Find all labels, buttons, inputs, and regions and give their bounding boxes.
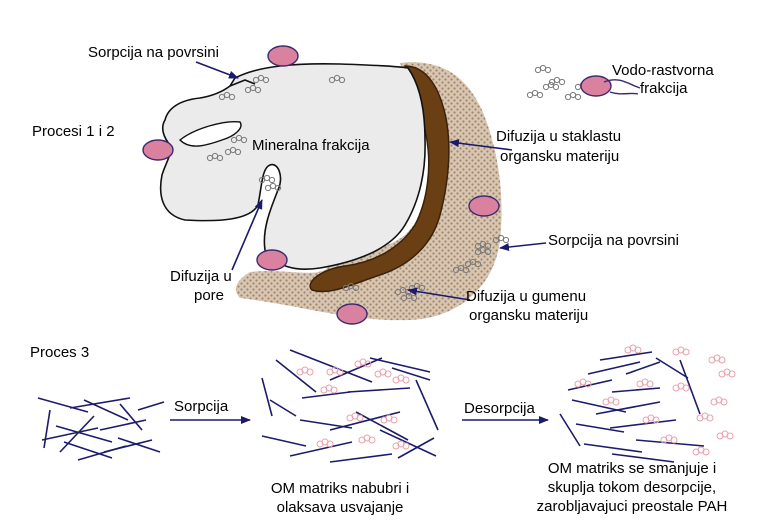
pah-molecule-ellipse <box>268 46 298 66</box>
om-fiber <box>416 380 438 430</box>
pah-ring <box>391 417 397 423</box>
label-pore-diffusion-line1: Difuzija u <box>170 268 232 285</box>
pah-ring <box>540 65 545 70</box>
pah-ring <box>331 387 337 393</box>
pah-ring <box>565 94 570 99</box>
label-rubbery-diffusion-line1: Difuzija u gumenu <box>466 288 586 305</box>
om-fiber <box>576 424 624 432</box>
pah-ring <box>307 369 313 375</box>
pah-ring <box>553 84 558 89</box>
pah-ring <box>703 449 709 455</box>
caption-swelling-line2: olaksava usvajanje <box>250 499 430 516</box>
caption-shrinking-line3: zarobljavajuci preostale PAH <box>522 498 742 515</box>
om-fiber <box>100 420 146 430</box>
label-water-soluble-line2: frakcija <box>640 80 688 97</box>
om-fiber <box>44 410 50 448</box>
pah-ring <box>264 175 269 180</box>
pah-ring <box>503 237 508 242</box>
pah-ring <box>721 399 727 405</box>
om-fiber <box>64 442 112 458</box>
pah-ring <box>613 399 619 405</box>
pah-ring <box>269 177 274 182</box>
pah-ring <box>265 185 270 190</box>
om-fiber <box>330 454 392 462</box>
water-soluble-tail <box>610 92 638 94</box>
om-fiber <box>270 400 296 416</box>
om-fiber <box>612 388 660 392</box>
pah-ring <box>549 79 554 84</box>
pah-molecule-ellipse <box>143 140 173 160</box>
om-fiber <box>84 400 128 420</box>
caption-shrinking-line2: skuplja tokom desorpcije, <box>522 479 742 496</box>
pah-ring <box>270 183 275 188</box>
pah-molecule-ellipse <box>581 76 611 96</box>
om-fiber <box>118 438 160 452</box>
pah-ring <box>683 349 689 355</box>
label-surface-sorption-right: Sorpcija na povrsini <box>548 232 679 249</box>
pah-ring <box>527 92 532 97</box>
pah-ring <box>403 443 409 449</box>
pah-ring <box>671 437 677 443</box>
pah-ring <box>575 94 580 99</box>
om-matrix-fibers <box>38 350 704 462</box>
om-fiber <box>276 360 316 392</box>
pah-molecule-ellipse <box>257 250 287 270</box>
label-glassy-diffusion-line2: organsku materiju <box>500 148 619 165</box>
label-pore-diffusion-line2: pore <box>194 287 224 304</box>
pah-ring <box>647 381 653 387</box>
caption-swelling-line1: OM matriks nabubri i <box>250 480 430 497</box>
om-fiber <box>262 378 272 416</box>
pah-ring <box>543 84 548 89</box>
label-rubbery-diffusion-line2: organsku materiju <box>469 307 588 324</box>
label-water-soluble-line1: Vodo-rastvorna <box>612 62 714 79</box>
pah-ring <box>575 84 580 89</box>
om-fiber <box>138 402 164 410</box>
pah-ring <box>327 441 333 447</box>
om-fiber <box>302 392 350 398</box>
pah-ring <box>545 67 550 72</box>
label-desorption-arrow: Desorpcija <box>464 400 535 417</box>
pah-ring <box>707 415 713 421</box>
pah-ring <box>403 377 409 383</box>
pah-ring <box>635 347 641 353</box>
mineral-fraction-particle <box>161 64 425 269</box>
pah-molecule-ellipse <box>337 304 367 324</box>
label-mineral-fraction: Mineralna frakcija <box>252 137 370 154</box>
pah-ring <box>537 92 542 97</box>
pointer-arrow <box>196 62 238 78</box>
pah-ring <box>554 77 559 82</box>
label-surface-sorption-top: Sorpcija na povrsini <box>88 44 219 61</box>
pah-ring <box>570 92 575 97</box>
om-fiber <box>584 444 642 452</box>
pah-molecule-ellipse <box>469 196 499 216</box>
om-fiber <box>262 436 306 446</box>
om-fiber <box>38 398 88 412</box>
caption-shrinking-line1: OM matriks se smanjuje i <box>522 460 742 477</box>
pointer-arrow <box>500 243 546 248</box>
om-fiber <box>560 414 580 446</box>
om-fiber <box>600 352 652 360</box>
pah-ring <box>532 90 537 95</box>
pah-ring <box>535 67 540 72</box>
label-glassy-diffusion-line1: Difuzija u staklastu <box>496 128 621 145</box>
pah-ring <box>385 371 391 377</box>
pah-ring <box>559 79 564 84</box>
pah-ring <box>719 357 725 363</box>
title-proces-3: Proces 3 <box>30 344 89 361</box>
pah-ring <box>357 415 363 421</box>
title-procesi-1-2: Procesi 1 i 2 <box>32 123 115 140</box>
pah-ring <box>683 385 689 391</box>
pah-ring <box>729 371 735 377</box>
pah-ring <box>727 433 733 439</box>
om-fiber <box>348 388 410 392</box>
pah-ring <box>369 437 375 443</box>
label-sorption-arrow: Sorpcija <box>174 398 228 415</box>
